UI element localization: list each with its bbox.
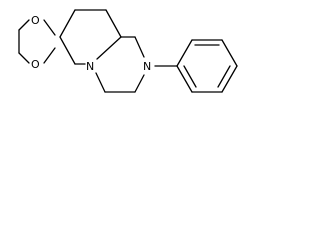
phenyl-bond-4 xyxy=(221,65,238,93)
bond-spiro-c-down xyxy=(59,36,76,65)
oxygen-label-bottom: O xyxy=(31,58,40,71)
phenyl-bond-3 xyxy=(221,39,238,67)
bond-top-right xyxy=(105,9,122,38)
nitrogen-label-bridgehead: N xyxy=(86,60,94,73)
bond-spiro-c-up xyxy=(59,9,76,38)
oxygen-label-top: O xyxy=(31,14,40,27)
structure-diagram: O O N N xyxy=(18,9,238,93)
nitrogen-label-phenyl: N xyxy=(143,60,151,73)
phenyl-double-bond-b xyxy=(217,65,231,88)
bond-ch2-n-bridgehead xyxy=(95,72,106,93)
bond-ch2-n-phenyl xyxy=(134,36,145,58)
phenyl-bond-6 xyxy=(176,65,193,93)
bond-o-spiro-top xyxy=(43,19,56,36)
bond-n-phenyl-ch2 xyxy=(134,74,145,93)
phenyl-double-bond-c xyxy=(183,65,197,88)
phenyl-ring xyxy=(176,39,238,93)
bond-n-bridgehead-ch xyxy=(96,36,122,60)
bond-c-o-top xyxy=(18,19,30,31)
piperazine-ring xyxy=(95,36,145,93)
piperidine-ring xyxy=(59,9,122,65)
dioxolane-ring xyxy=(18,19,56,64)
bond-c-o-bottom xyxy=(18,52,30,64)
phenyl-bond-1 xyxy=(176,39,193,67)
bond-o-spiro-bottom xyxy=(43,47,56,64)
